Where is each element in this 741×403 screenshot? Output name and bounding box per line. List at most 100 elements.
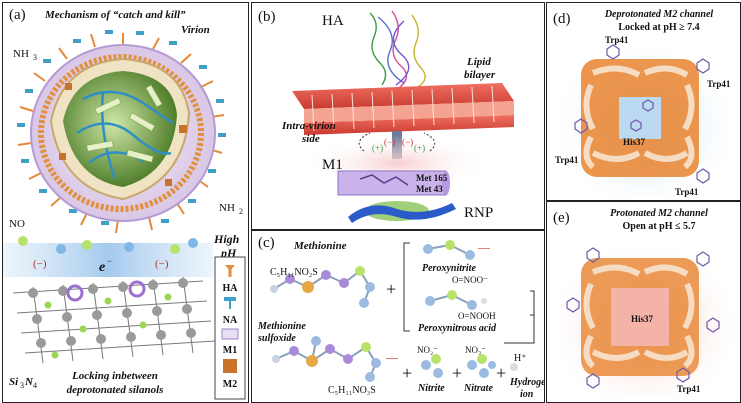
lipid-envelope: [38, 54, 204, 212]
electron-sup: −: [107, 256, 112, 266]
ha-label: HA: [322, 13, 344, 29]
d-trp-top: Trp41: [605, 35, 629, 45]
panel-a-title: Mechanism of “catch and kill”: [44, 9, 186, 21]
mso-label-2: sulfoxide: [257, 333, 296, 344]
panel-b-figure: (b) HA Lipid bilayer Intr: [258, 9, 514, 223]
panel-b: (b) HA Lipid bilayer Intr: [251, 2, 545, 230]
si-label: Si: [9, 376, 19, 388]
nitrate-molecule: [467, 354, 496, 378]
ono-h: O=NOOH: [458, 311, 496, 321]
plus-2: +: [402, 363, 412, 383]
plus-4: +: [496, 363, 506, 383]
peroxynitrite-molecule: —: [423, 240, 491, 260]
legend-box: [214, 256, 246, 400]
plus-1: +: [386, 279, 396, 299]
panel-d: (d) Deprotonated M2 channel Locked at pH…: [546, 2, 741, 201]
methionine-label: Methionine: [293, 240, 347, 252]
minus-right: (−): [155, 258, 169, 270]
panel-d-letter: (d): [553, 11, 571, 27]
nh2-sub: 2: [239, 207, 243, 216]
hydrogen-atom: [510, 363, 518, 371]
charge-symbols: (+) (−) (−) (+): [372, 137, 425, 153]
nitrite-molecule: [421, 354, 443, 378]
lipid-label-1: Lipid: [466, 56, 491, 68]
d-trp-bottom: Trp41: [675, 187, 699, 197]
no2-label: NO₂⁻: [417, 345, 438, 355]
peroxynitrous-molecule: [425, 290, 487, 310]
panel-c-letter: (c): [258, 235, 275, 251]
panel-b-letter: (b): [258, 9, 276, 25]
met43-label: Met 43: [416, 184, 443, 194]
nitrite-label: Nitrite: [417, 383, 445, 394]
svg-text:—: —: [477, 240, 491, 254]
panel-d-title-2: Locked at pH ≥ 7.4: [618, 22, 699, 33]
caption-line1: Locking inbetween: [71, 370, 158, 382]
d-trp-right: Trp41: [707, 79, 731, 89]
svg-text:(+): (+): [372, 143, 383, 153]
rnp-complex: [348, 201, 456, 223]
svg-text:(+): (+): [414, 143, 425, 153]
mso-molecule: [272, 336, 381, 382]
m1-label: M1: [322, 157, 343, 173]
bracket-left: [403, 242, 410, 332]
na-spikes: [17, 30, 226, 225]
si-atoms: [28, 278, 196, 348]
panel-e-title-1: Protonated M2 channel: [610, 208, 708, 219]
e-trp: Trp41: [677, 384, 701, 394]
m1-protein: [337, 170, 450, 196]
d-trp-left: Trp41: [555, 155, 579, 165]
legend-m2-icon: [223, 359, 237, 373]
plus-3: +: [452, 363, 462, 383]
panel-a-figure: (a) Mechanism of “catch and kill”: [3, 7, 246, 400]
e-his: His37: [631, 314, 654, 324]
mso-label-1: Methionine: [257, 321, 306, 332]
si-sub2: 4: [33, 381, 37, 390]
mso-charge: —: [385, 350, 399, 364]
legend-na-icon: [224, 297, 236, 309]
intra-label-1: Intra-virion: [281, 120, 336, 132]
caption-line2: deprotonated silanols: [67, 384, 164, 396]
panel-e-title-2: Open at pH ≤ 5.7: [623, 221, 696, 232]
minus-left: (−): [33, 258, 47, 270]
lipid-label-2: bilayer: [464, 69, 496, 81]
mso-formula: C₅H₁₁NO₃S: [328, 385, 376, 396]
panel-e-figure: (e) Protonated M2 channel Open at pH ≤ 5…: [553, 208, 733, 398]
nh2-label: NH: [219, 202, 235, 214]
legend-m2: M2: [223, 379, 237, 390]
high-label: High: [213, 232, 240, 246]
methionine-formula: C₅H₁₁NO₂S: [270, 267, 318, 278]
bracket-right: [530, 290, 535, 316]
no-label: NO: [9, 218, 25, 230]
hydrogen-label-1: Hydrogen: [509, 377, 544, 388]
panel-c: (c) Methionine C₅H₁₁NO₂S + — Peroxynitri…: [251, 230, 545, 403]
met165-label: Met 165: [416, 173, 448, 183]
m2-channel-open: [581, 258, 699, 376]
m2-channels: [59, 83, 187, 186]
svg-text:(−): (−): [402, 137, 413, 147]
d-his: His37: [623, 137, 646, 147]
hydrogen-label-2: ion: [520, 389, 534, 400]
legend-ha-icon: [225, 265, 235, 277]
purple-rings: [66, 280, 146, 302]
n-atoms: [44, 293, 172, 359]
panel-a-letter: (a): [9, 7, 26, 23]
peroxynitrous-label: Peroxynitrous acid: [418, 323, 497, 334]
intra-label-2: side: [301, 133, 320, 145]
legend-na: NA: [223, 315, 238, 326]
electron-label: e: [99, 260, 105, 275]
nh3-label: NH: [13, 48, 29, 60]
panel-e-letter: (e): [553, 210, 570, 226]
svg-text:(−): (−): [384, 137, 395, 147]
panel-c-figure: (c) Methionine C₅H₁₁NO₂S + — Peroxynitri…: [257, 235, 544, 400]
no3-label: NO₃⁻: [465, 345, 486, 355]
legend-m1: M1: [223, 345, 237, 356]
panel-a: (a) Mechanism of “catch and kill”: [2, 2, 249, 403]
side-chains-e: [566, 247, 720, 389]
panel-e: (e) Protonated M2 channel Open at pH ≤ 5…: [546, 201, 741, 403]
ono-minus: O=NOO⁻: [452, 275, 488, 285]
silanol-groups: [18, 236, 198, 254]
si3n4-lattice: [12, 276, 216, 364]
hplus-label: H⁺: [514, 353, 527, 364]
n-label: N: [24, 376, 34, 388]
rnp-segments: [86, 84, 163, 163]
